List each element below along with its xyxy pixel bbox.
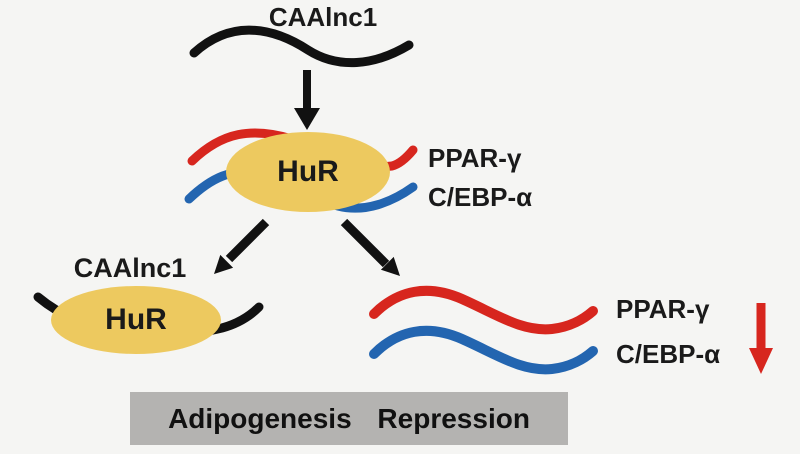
top-lncrna-label: CAAlnc1	[268, 2, 378, 32]
right-cebp-label: C/EBP-α	[616, 339, 721, 369]
adipogenesis-repression-banner: Adipogenesis Repression	[130, 392, 568, 445]
top-lncrna-strand	[189, 25, 414, 68]
middle-cebp-label: C/EBP-α	[428, 182, 533, 212]
middle-ppar-label: PPAR-γ	[428, 143, 522, 173]
diagonal-arrow-right-icon	[340, 218, 390, 268]
diagonal-arrow-left-icon	[225, 218, 270, 263]
decrease-arrowhead-icon	[749, 348, 773, 374]
middle-hur-label: HuR	[277, 155, 339, 188]
right-ppar-mrna-strand	[369, 285, 598, 335]
right-ppar-label: PPAR-γ	[616, 294, 710, 324]
left-hur-ellipse	[51, 286, 221, 354]
left-hur-label: HuR	[105, 303, 167, 336]
left-lncrna-label: CAAlnc1	[73, 253, 187, 283]
down-arrowhead-icon	[294, 108, 320, 130]
diagonal-arrowhead-left-icon	[214, 254, 234, 274]
right-cebp-mrna-strand	[369, 325, 598, 375]
middle-hur-ellipse	[226, 132, 390, 212]
diagonal-arrowhead-right-icon	[380, 256, 400, 276]
